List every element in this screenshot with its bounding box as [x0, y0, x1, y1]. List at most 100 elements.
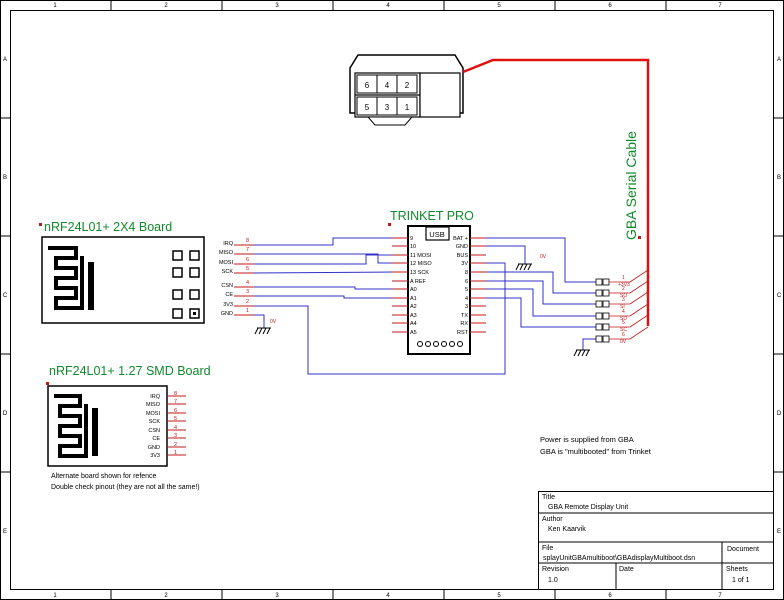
- inner-border: [10, 10, 774, 590]
- col-label: 6: [608, 3, 612, 9]
- gba-link-connector: 6 4 2 5 3 1: [349, 54, 464, 126]
- row-label: C: [3, 293, 8, 299]
- row-label: C: [777, 293, 782, 299]
- pin-name: CSN: [148, 428, 160, 434]
- pin-label: 11 MOSI: [410, 253, 432, 259]
- pin-number: 1: [174, 450, 177, 456]
- pin-label: A3: [410, 313, 417, 319]
- sheets-label: Sheets: [726, 566, 748, 573]
- connector-pin: 6: [365, 81, 370, 90]
- title-label: Title: [542, 494, 555, 501]
- pin-label: 3: [465, 304, 468, 310]
- pin-name: 3V3: [150, 453, 160, 459]
- pin-label: A5: [410, 330, 417, 336]
- pin-name: GND: [148, 445, 160, 451]
- trinket-title: TRINKET PRO: [390, 209, 474, 223]
- title-value: GBA Remote Display Unit: [548, 504, 628, 511]
- pin-label: 12 MISO: [410, 261, 432, 267]
- pin-name: MOSI: [146, 411, 161, 417]
- sheets-value: 1 of 1: [732, 577, 750, 584]
- pin-number: 3: [246, 289, 249, 295]
- title-block-text: Title GBA Remote Display Unit Author Ken…: [542, 494, 759, 584]
- pin-number: 7: [174, 399, 177, 405]
- row-label: D: [777, 411, 782, 417]
- pin-label: A2: [410, 304, 417, 310]
- column-labels-bottom: 1 2 3 4 5 6 7: [53, 593, 722, 599]
- connector-pin: 3: [385, 103, 390, 112]
- pin-label: A4: [410, 321, 417, 327]
- ground-glyph: [573, 349, 590, 357]
- pin-name: CSN: [221, 283, 233, 289]
- trinket-left-pins: 9 10 11 MOSI 12 MISO 13 SCK A REF A0 A1 …: [410, 236, 432, 336]
- col-label: 2: [164, 3, 168, 9]
- pin-number: 5: [246, 266, 249, 272]
- revision-label: Revision: [542, 566, 569, 573]
- label-marker: [388, 223, 391, 226]
- nrf-2x4-board: [41, 236, 254, 324]
- pin-label: RST: [457, 330, 469, 336]
- pin-label: A1: [410, 296, 417, 302]
- nrf-smd-title: nRF24L01+ 1.27 SMD Board: [49, 364, 211, 378]
- pin-number: 6: [246, 257, 249, 263]
- pin-name: SI: [620, 304, 625, 310]
- gba-cable-wire: [462, 58, 650, 326]
- pin-name: CE: [225, 292, 233, 298]
- pin-number: 7: [246, 247, 249, 253]
- nrf-smd-board: [47, 385, 186, 467]
- pin-name: 0V: [620, 339, 627, 345]
- pin-number: 8: [174, 391, 177, 397]
- col-label: 7: [718, 3, 722, 9]
- title-block: [538, 491, 774, 590]
- author-value: Ken Kaarvik: [548, 526, 586, 533]
- pin-name: SO: [620, 293, 627, 299]
- col-label: 4: [386, 3, 390, 9]
- col-label: 5: [497, 3, 501, 9]
- trinket-gnd-wire: [486, 245, 526, 264]
- gba-cable-title: GBA Serial Cable: [623, 131, 639, 240]
- pin-label: 4: [465, 296, 468, 302]
- row-label: E: [3, 529, 7, 535]
- col-label: 1: [53, 593, 57, 599]
- pin-number: 4: [246, 280, 249, 286]
- alt-board-note: Alternate board shown for refence: [51, 473, 157, 480]
- nrf-2x4-pin-labels: IRQ MISO MOSI SCK CSN CE 3V3 GND 8 7 6 5…: [219, 238, 249, 317]
- multiboot-note: GBA is "multibooted" from Trinket: [540, 447, 652, 456]
- pin-label: 13 SCK: [410, 270, 429, 276]
- col-label: 3: [275, 3, 279, 9]
- pin-number: 5: [174, 416, 177, 422]
- trinket-usb-label: USB: [429, 230, 444, 239]
- gba-cable-pin-labels: 1 +3V3 2 SO 3 SI 4 SD 5 SC 6 0V: [618, 275, 630, 345]
- pin-number: 3: [622, 297, 625, 303]
- row-label: D: [3, 411, 8, 417]
- author-label: Author: [542, 516, 563, 523]
- pin-name: 3V3: [223, 302, 233, 308]
- nrf-smd-pin-labels: IRQ MISO MOSI SCK CSN CE GND 3V3 8 7 6 5…: [146, 391, 177, 459]
- label-marker: [46, 382, 49, 385]
- pin-number: 4: [622, 309, 625, 315]
- col-label: 5: [497, 593, 501, 599]
- trinket-right-pins: BAT + GND BUS 3V 8 6 5 4 3 TX RX RST: [453, 236, 469, 336]
- pin-name: IRQ: [150, 394, 161, 400]
- col-label: 3: [275, 593, 279, 599]
- row-label: A: [777, 57, 781, 63]
- nrf-ground-symbol: [254, 314, 265, 328]
- row-label: B: [3, 175, 7, 181]
- connector-pin: 2: [405, 81, 410, 90]
- pin-name: SCK: [149, 419, 161, 425]
- pin-label: 5: [465, 287, 468, 293]
- row-labels-right: A B C D E: [777, 57, 782, 535]
- trinket-pro-board: [392, 225, 486, 355]
- pin-label: A REF: [410, 279, 427, 285]
- pin-label: 6: [465, 279, 468, 285]
- pin-number: 2: [246, 299, 249, 305]
- pin-label: 9: [410, 236, 413, 242]
- gba-cable-terminals: [595, 269, 649, 343]
- col-label: 4: [386, 593, 390, 599]
- ground-glyph: [254, 327, 271, 335]
- pin-label: 8: [465, 270, 468, 276]
- document-label: Document: [727, 546, 759, 553]
- pin-number: 3: [174, 433, 177, 439]
- pin-label: BUS: [457, 253, 469, 259]
